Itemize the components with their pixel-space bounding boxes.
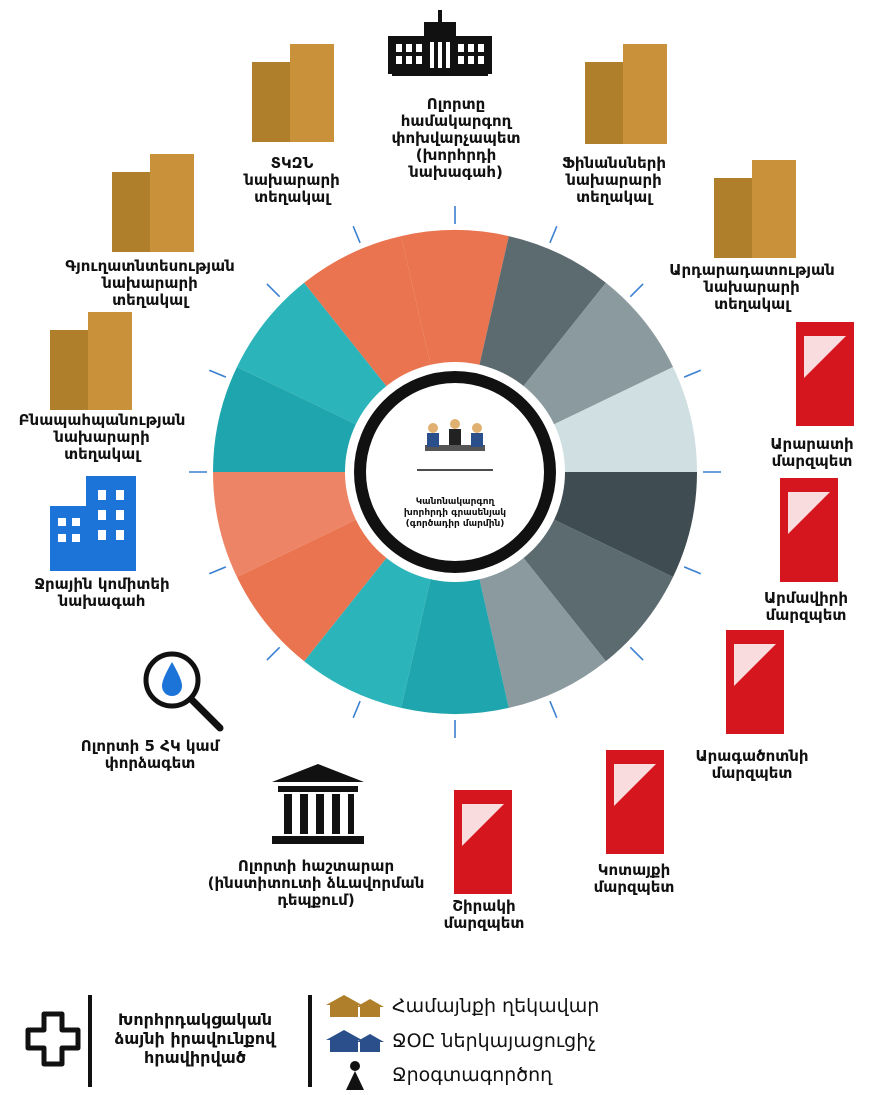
shirak-region-icon	[454, 790, 512, 894]
plus-icon	[25, 1011, 81, 1067]
aragatsotn-region-icon	[726, 630, 784, 734]
wheel-tick	[549, 700, 558, 719]
wheel-segment	[213, 472, 358, 577]
label-aragatsotn: Արագածոտնի մարզպետ	[695, 747, 809, 782]
wheel-segments	[213, 229, 697, 714]
community-house-icon	[326, 995, 384, 1017]
label-agri: Գյուղատնտեսության նախարարի տեղակալ	[65, 257, 235, 309]
government-building-icon	[388, 10, 492, 76]
justice-building-icon	[714, 160, 796, 258]
kotayk-region-icon	[606, 750, 664, 854]
label-tkzn: ՏԿԶՆ նախարարի տեղակալ	[244, 154, 340, 206]
legend-invited: Խորհրդակցական ձայնի իրավունքով հրավիրված	[114, 1010, 276, 1067]
agri-building-icon	[112, 154, 194, 252]
wheel-tick	[352, 225, 361, 244]
wheel-segment	[236, 282, 388, 426]
legend-water-user: Ջրօգտագործող	[392, 1064, 553, 1086]
wheel-segment	[236, 518, 388, 662]
wheel-tick	[266, 646, 281, 661]
ministry-building-icon	[252, 44, 334, 142]
legend-divider-left	[88, 995, 92, 1087]
label-academic: Ոլորտի հաշտարար (ինստիտուտի ձևավորման դե…	[207, 857, 425, 909]
wheel-tick	[683, 566, 702, 575]
label-armavir: Արմավիրի մարզպետ	[763, 589, 849, 624]
label-kotayk: Կոտայքի մարզպետ	[593, 861, 675, 896]
label-deputy-pm: Ոլորտը համակարգող փոխվարչապետ (խորհրդի ն…	[391, 95, 521, 181]
water-user-person-icon	[346, 1061, 364, 1090]
lsg-house-icon	[326, 1030, 384, 1052]
wheel-segment	[401, 577, 509, 714]
label-shirak: Շիրակի մարզպետ	[443, 897, 525, 932]
ararat-region-icon	[796, 322, 854, 426]
wheel-tick	[629, 283, 644, 298]
wheel-segment	[401, 229, 509, 367]
label-expert: Ոլորտի 5 ՀԿ կամ փորձագետ	[80, 737, 220, 772]
institute-columns-icon	[272, 764, 364, 844]
center-disc	[345, 362, 565, 582]
water-committee-building-icon	[50, 476, 136, 571]
wheel-segment	[304, 556, 431, 708]
wheel-segment	[479, 556, 606, 708]
wheel-ticks	[189, 206, 721, 738]
center-ring	[354, 371, 556, 573]
center-label: Կանոնակարգող խորհրդի գրասենյակ (գործադիր…	[403, 497, 507, 529]
label-nature: Բնապահպանության նախարարի տեղակալ	[18, 411, 186, 463]
wheel-segment	[522, 518, 674, 662]
legend-community-head: Համայնքի ղեկավար	[392, 995, 600, 1017]
wheel-tick	[629, 646, 644, 661]
legend-lsg-rep: ՋՕԸ ներկայացուցիչ	[392, 1030, 596, 1052]
legend-divider-right	[308, 995, 312, 1087]
nature-building-icon	[50, 312, 132, 410]
wheel-segment	[304, 236, 431, 388]
meeting-icon	[417, 419, 493, 471]
label-water-committee: Ջրային կոմիտեի նախագահ	[34, 575, 170, 610]
wheel-tick	[352, 700, 361, 719]
label-justice: Արդարադատության նախարարի տեղակալ	[669, 261, 835, 313]
label-ararat: Արարատի մարզպետ	[770, 435, 854, 470]
label-finance: Ֆինանսների նախարարի տեղակալ	[561, 154, 667, 206]
wheel-tick	[208, 566, 227, 575]
wheel-segment	[552, 472, 697, 577]
armavir-region-icon	[780, 478, 838, 582]
wheel-tick	[683, 369, 702, 378]
wheel-tick	[208, 369, 227, 378]
wheel-segment	[479, 236, 606, 388]
wheel-segment	[213, 367, 358, 472]
wheel-segment	[552, 367, 697, 472]
wheel-segment	[522, 282, 674, 426]
water-search-icon	[143, 651, 224, 732]
finance-building-icon	[585, 44, 667, 144]
wheel-tick	[266, 283, 281, 298]
wheel-tick	[549, 225, 558, 244]
